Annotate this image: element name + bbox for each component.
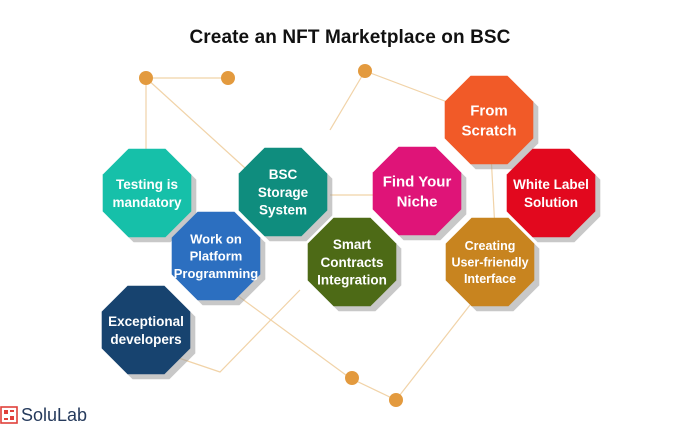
solulab-mark-icon (0, 406, 18, 424)
node-octagon (171, 211, 261, 301)
node-octagon (307, 217, 397, 307)
solulab-logo: SoluLab (0, 404, 87, 426)
node-octagon (101, 285, 191, 375)
diagram-title: Create an NFT Marketplace on BSC (189, 27, 511, 48)
node-label: Creating (465, 239, 516, 253)
node-label: Integration (317, 273, 387, 288)
node-label: Platform (190, 249, 243, 264)
node-octagon (506, 148, 596, 238)
node-exceptional-devs: Exceptional developers (101, 285, 196, 380)
brand-name: SoluLab (21, 404, 88, 425)
node-label: Exceptional (108, 314, 184, 329)
node-octagon (238, 147, 328, 237)
node-octagon (445, 217, 535, 307)
node-octagon (102, 148, 192, 238)
node-label: Scratch (461, 122, 516, 139)
connector-dot (389, 393, 403, 407)
node-label: Storage (258, 185, 309, 200)
node-label: Programming (174, 266, 259, 281)
connector-line (329, 70, 366, 131)
node-label: mandatory (112, 195, 182, 210)
node-label: User-friendly (451, 256, 528, 270)
node-label: Interface (464, 272, 516, 286)
connector-dot (345, 371, 359, 385)
connector-line (395, 304, 471, 401)
connector-line (229, 289, 351, 379)
node-label: Testing is (116, 177, 178, 192)
node-label: Niche (397, 193, 438, 210)
node-label: Solution (524, 195, 578, 210)
node-label: Smart (333, 237, 372, 252)
node-label: Work on (190, 232, 242, 247)
node-label: Contracts (320, 255, 383, 270)
node-label: From (470, 103, 508, 120)
node-testing: Testing is mandatory (102, 148, 197, 243)
connector-line (145, 77, 246, 169)
connector-line (364, 70, 451, 104)
node-label: developers (110, 332, 181, 347)
node-label: BSC (269, 167, 298, 182)
node-octagon (444, 75, 534, 165)
node-label: White Label (513, 177, 589, 192)
node-label: System (259, 203, 307, 218)
connector-dots (139, 64, 403, 407)
connector-dot (139, 71, 153, 85)
node-octagon (372, 146, 462, 236)
node-label: Find Your (383, 174, 452, 191)
connector-dot (221, 71, 235, 85)
connector-dot (358, 64, 372, 78)
